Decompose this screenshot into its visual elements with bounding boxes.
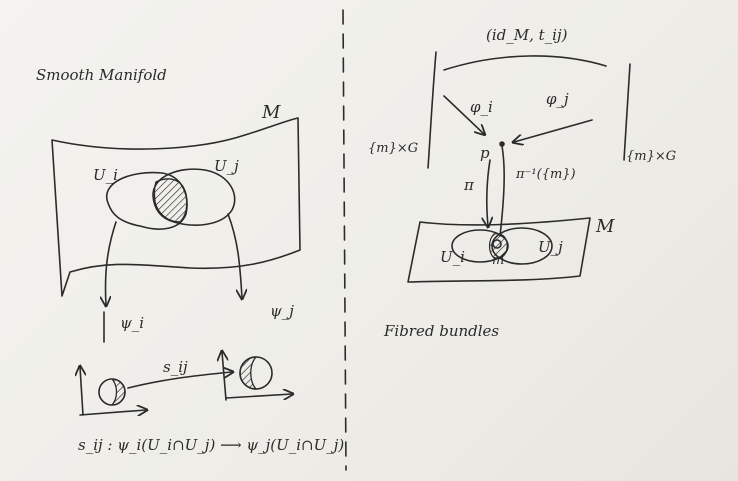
- phi-j-label: φ_j: [546, 90, 569, 108]
- projection-label: π: [463, 176, 475, 194]
- axes-right-y: [222, 352, 226, 401]
- base-chart-j-label: U_j: [538, 238, 563, 256]
- right-panel: (id_M, t_ij) {m}×G {m}×G φ_i φ_j p π⁻¹({…: [368, 26, 676, 340]
- transition-pair-label: (id_M, t_ij): [486, 26, 568, 44]
- image-i-overlap: [110, 378, 126, 406]
- fiber-left-label: {m}×G: [368, 141, 418, 156]
- chart-intersection: [153, 178, 188, 223]
- image-j-overlap: [239, 356, 258, 390]
- axes-left-x: [79, 410, 146, 415]
- projection-arrow: [487, 159, 490, 226]
- map-j-arrow: [227, 213, 242, 298]
- phi-i-arrow: [443, 95, 484, 134]
- axes-right-x: [225, 394, 292, 398]
- point-p-label: p: [480, 144, 490, 162]
- base-intersection: [488, 233, 508, 260]
- fiber-left: [427, 51, 437, 169]
- base-manifold-label: M: [595, 216, 615, 237]
- chart-i-region: [105, 171, 188, 230]
- transition-formula: s_ij : ψ_i(U_i∩U_j) ⟶ ψ_j(U_i∩U_j): [78, 436, 344, 454]
- right-title: Fibred bundles: [383, 322, 499, 340]
- base-point-label: m: [492, 253, 504, 268]
- transition-arrow: [127, 372, 232, 389]
- base-chart-i-label: U_i: [440, 248, 465, 266]
- map-i-arrow: [105, 221, 117, 305]
- preimage-label: π⁻¹({m}): [515, 167, 576, 182]
- base-chart-i: [451, 229, 509, 263]
- map-j-label: ψ_j: [270, 302, 294, 320]
- manifold-sheet: [51, 117, 301, 297]
- transition-label: s_ij: [163, 358, 188, 376]
- axes-left-y: [80, 367, 83, 416]
- point-p: [499, 141, 505, 147]
- phi-j-arrow: [514, 119, 593, 142]
- fiber-over-m: [499, 145, 505, 237]
- map-i-label: ψ_i: [120, 314, 144, 332]
- chart-j-label: U_j: [214, 157, 239, 175]
- base-manifold-sheet: [407, 217, 591, 283]
- left-panel: Smooth Manifold M U_i U_j ψ_i ψ_j s_ij: [36, 66, 344, 454]
- base-point-circle: [492, 239, 502, 249]
- fiber-right-label: {m}×G: [626, 149, 676, 164]
- phi-i-label: φ_i: [470, 98, 493, 116]
- top-brace: [443, 55, 607, 71]
- left-title: Smooth Manifold: [36, 66, 167, 84]
- fiber-right: [623, 63, 631, 161]
- chart-i-label: U_i: [93, 166, 118, 184]
- manifold-label: M: [261, 102, 281, 123]
- panel-divider: [342, 9, 347, 471]
